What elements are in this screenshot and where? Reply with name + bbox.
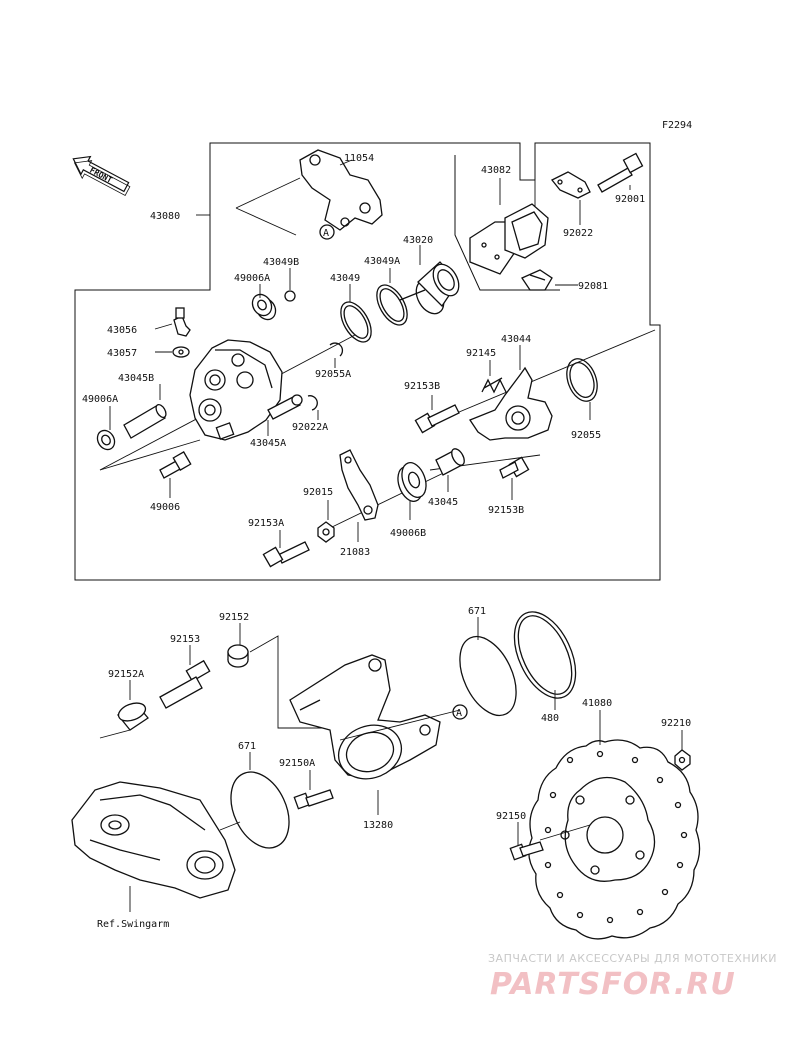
snap-ring-480 — [513, 611, 577, 699]
plate-21083 — [339, 449, 379, 521]
brake-pads-part — [469, 203, 549, 275]
caliper-bracket-13280 — [289, 654, 441, 780]
callout-92022: 92022 — [563, 228, 593, 239]
bushing-49006B — [397, 462, 427, 502]
boot-49006A-top — [251, 293, 277, 321]
callout-43020: 43020 — [403, 235, 433, 246]
callout-92153A: 92153A — [248, 518, 284, 529]
spring-92145 — [481, 377, 507, 394]
ring-92055 — [566, 358, 598, 402]
callout-11054: 11054 — [344, 153, 374, 164]
pad-spring-part — [521, 269, 553, 291]
ref-marker-a-lower — [452, 704, 468, 720]
piston-seal-43049 — [340, 301, 372, 343]
nut-92015 — [317, 521, 335, 543]
callout-92145: 92145 — [466, 348, 496, 359]
nut-92210 — [674, 749, 691, 771]
callout-43080: 43080 — [150, 211, 180, 222]
circlip-92055A — [329, 342, 344, 357]
callout-13280: 13280 — [363, 820, 393, 831]
callout-43057: 43057 — [107, 348, 137, 359]
callout-41080: 41080 — [582, 698, 612, 709]
sleeve-43045 — [435, 448, 465, 476]
bolt-92150 — [509, 841, 544, 861]
callout-92001: 92001 — [615, 194, 645, 205]
callout-92015: 92015 — [303, 487, 333, 498]
ref-marker-a-top — [319, 224, 335, 240]
piston-seal-43049A — [376, 284, 408, 326]
clip-92022A — [307, 395, 318, 411]
callout-43049B: 43049B — [263, 257, 299, 268]
callout-49006A-left: 49006A — [82, 394, 118, 405]
callout-49006: 49006 — [150, 502, 180, 513]
nut-92152 — [227, 644, 249, 668]
bolt-92153B-left — [414, 404, 460, 434]
callout-92153: 92153 — [170, 634, 200, 645]
bolt-92153B-right — [499, 456, 530, 479]
caliper-body-part — [189, 339, 283, 441]
callout-92022A: 92022A — [292, 422, 328, 433]
watermark-logo: PARTSFOR.RU — [490, 967, 736, 1002]
callout-49006A-top: 49006A — [234, 273, 270, 284]
swingarm-reference-label: Ref.Swingarm — [97, 919, 169, 930]
oring-671-top — [459, 635, 517, 717]
stud-92153 — [159, 659, 211, 709]
callout-21083: 21083 — [340, 547, 370, 558]
callout-92055A: 92055A — [315, 369, 351, 380]
caliper-holder-43044 — [469, 366, 553, 441]
callout-480: 480 — [541, 713, 559, 724]
pad-pin-clip-part — [550, 171, 591, 199]
callout-671-top: 671 — [468, 606, 486, 617]
callout-49006B: 49006B — [390, 528, 426, 539]
bolt-49006 — [159, 451, 192, 479]
bushing-92152A — [116, 702, 149, 731]
bleeder-cap-part — [172, 346, 190, 358]
oring-671-lower — [230, 771, 290, 849]
callout-92081: 92081 — [578, 281, 608, 292]
swingarm-reference-part — [71, 781, 236, 899]
washer-43049B — [284, 290, 296, 302]
callout-92055: 92055 — [571, 430, 601, 441]
ref-marker-a-lower-text: A — [456, 708, 462, 719]
ref-marker-a-top-text: A — [323, 228, 329, 239]
callout-92152A: 92152A — [108, 669, 144, 680]
callout-92150A: 92150A — [279, 758, 315, 769]
boot-49006A-left — [96, 429, 116, 451]
piston-part — [399, 261, 460, 315]
sleeve-43045B — [123, 403, 167, 439]
sleeve-43045A — [267, 394, 303, 420]
pad-pin-part — [597, 152, 644, 193]
callout-43049A: 43049A — [364, 256, 400, 267]
bolt-92153A — [262, 541, 310, 568]
callout-43056: 43056 — [107, 325, 137, 336]
callout-92152: 92152 — [219, 612, 249, 623]
brake-disc-41080 — [528, 739, 701, 940]
bolt-92150A — [293, 789, 334, 810]
front-arrow-icon: FRONT — [72, 155, 131, 197]
callout-labels: 11054 43082 92001 43080 92022 43020 4304… — [82, 153, 691, 831]
callout-92210: 92210 — [661, 718, 691, 729]
callout-671-lower: 671 — [238, 741, 256, 752]
callout-43045A: 43045A — [250, 438, 286, 449]
callout-92150: 92150 — [496, 811, 526, 822]
callout-43082: 43082 — [481, 165, 511, 176]
callout-92153B-left: 92153B — [404, 381, 440, 392]
callout-92153B-right: 92153B — [488, 505, 524, 516]
bleeder-valve-part — [173, 307, 191, 337]
caliper-group-frame — [74, 142, 661, 581]
callout-43049: 43049 — [330, 273, 360, 284]
callout-43044: 43044 — [501, 334, 531, 345]
figure-code: F2294 — [662, 120, 692, 131]
callout-43045B: 43045B — [118, 373, 154, 384]
watermark-line1: ЗАПЧАСТИ И АКСЕССУАРЫ ДЛЯ МОТОТЕХНИКИ — [488, 952, 777, 965]
callout-43045: 43045 — [428, 497, 458, 508]
